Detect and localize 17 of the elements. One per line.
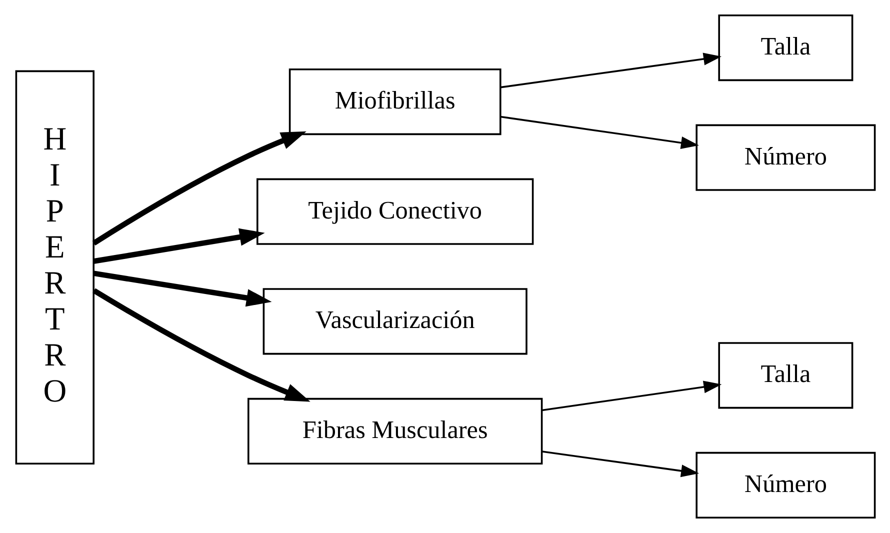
node-box: Fibras Musculares — [247, 398, 542, 464]
arrow — [541, 380, 722, 412]
arrow — [500, 116, 698, 150]
arrow — [500, 52, 721, 88]
node-box: H I P E R T R O — [14, 70, 94, 464]
arrow — [92, 131, 306, 246]
node-box: Número — [695, 124, 876, 191]
node-box: Miofibrillas — [288, 68, 501, 136]
arrow — [93, 270, 272, 307]
arrow — [541, 450, 699, 478]
node-box: Vascularización — [262, 288, 527, 355]
node-box: Talla — [718, 342, 853, 409]
node-box: Número — [695, 452, 876, 518]
node-box: Tejido Conectivo — [256, 178, 534, 245]
arrow — [93, 228, 264, 264]
node-box: Talla — [718, 14, 853, 82]
arrow — [92, 288, 310, 402]
